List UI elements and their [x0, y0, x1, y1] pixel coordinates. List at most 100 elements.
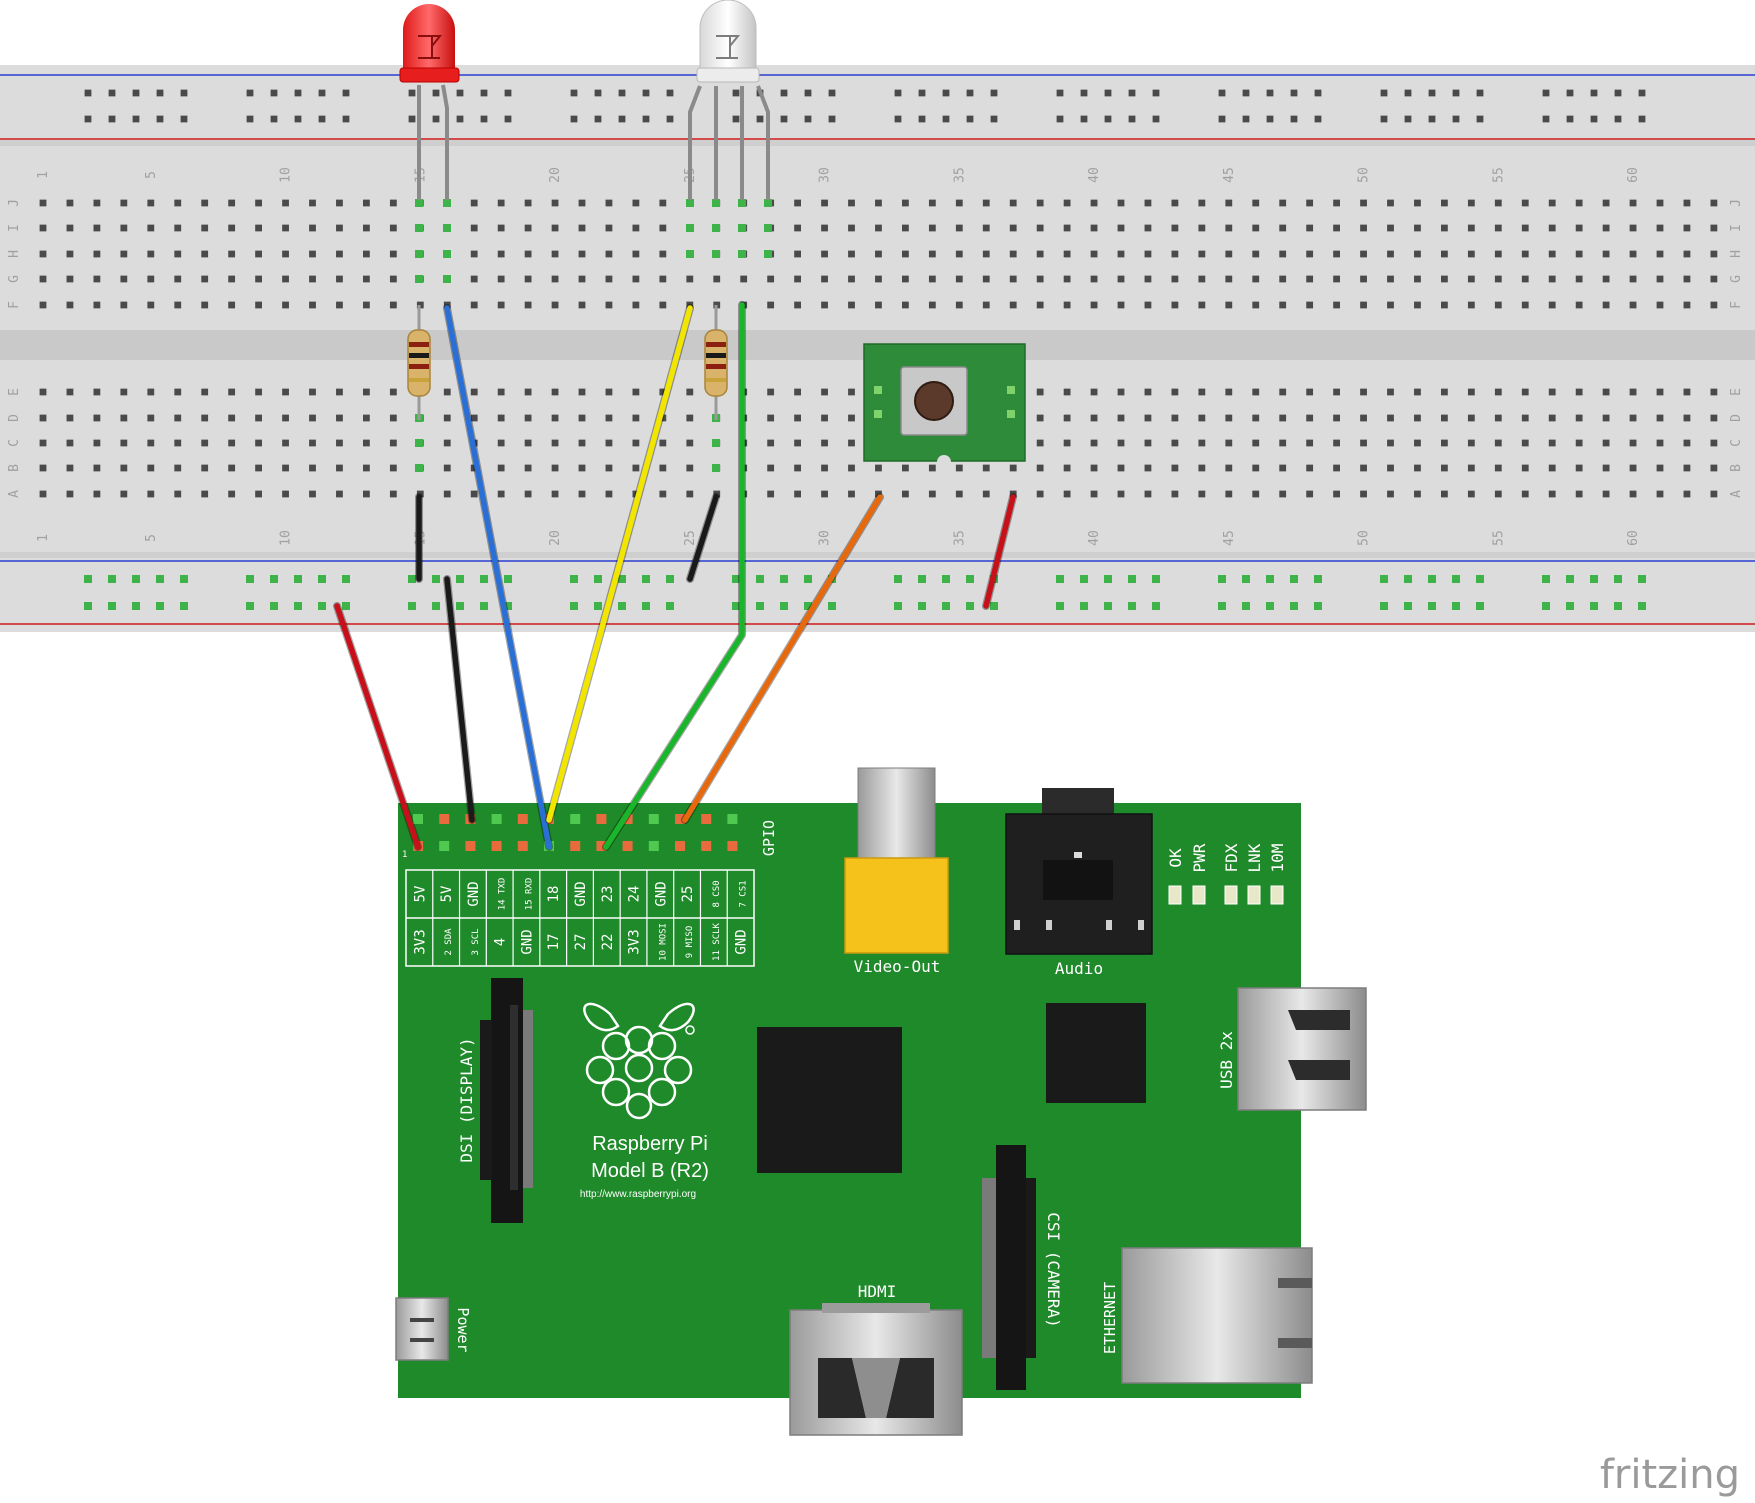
gpio-label-bottom: 22: [600, 934, 616, 951]
gpio-label-bottom: 27: [573, 934, 589, 951]
wire-black-short-2: [687, 494, 719, 582]
gpio-label-bottom: GND: [519, 929, 535, 954]
usb-label: USB 2x: [1217, 1031, 1236, 1089]
row-letter: F: [7, 301, 22, 309]
column-number: 55: [1491, 530, 1506, 546]
row-letter: C: [7, 439, 22, 447]
status-led-label: FDX: [1222, 843, 1241, 872]
gpio-label-top: 14 TXD: [498, 878, 508, 911]
audio-label: Audio: [1055, 959, 1103, 978]
row-letter: G: [7, 275, 22, 283]
column-number: 60: [1626, 530, 1641, 546]
row-letter: H: [7, 250, 22, 258]
status-led-label: 10M: [1268, 844, 1287, 873]
power-port: Power: [395, 1297, 472, 1361]
status-led: [1270, 885, 1284, 905]
board-title-line1: Raspberry Pi: [592, 1133, 708, 1155]
row-letter: J: [1729, 199, 1744, 207]
column-number: 1: [36, 534, 51, 542]
gpio-pin: [596, 841, 607, 851]
hdmi-port: HDMI: [789, 1282, 963, 1436]
column-number: 40: [1087, 167, 1102, 183]
column-number: 30: [818, 530, 833, 546]
gpio-title: GPIO: [760, 820, 778, 856]
gpio-pin: [648, 814, 659, 824]
status-led-label: PWR: [1190, 843, 1209, 872]
gpio-label-bottom: 17: [546, 934, 562, 951]
gpio-pin: [727, 814, 738, 824]
gpio-pin: [701, 841, 712, 851]
board-title-line2: Model B (R2): [591, 1160, 709, 1182]
gpio-label-top: GND: [653, 881, 669, 906]
gpio-label-top: 8 CS0: [712, 880, 722, 907]
usb-port: USB 2x: [1217, 987, 1367, 1111]
column-number: 20: [548, 530, 563, 546]
wire-red-3v3: [334, 603, 421, 850]
row-letter: E: [7, 388, 22, 396]
column-number: 5: [144, 534, 159, 542]
column-number: 10: [279, 167, 294, 183]
gpio-label-top: 23: [600, 886, 616, 903]
gpio-label-bottom: 3V3: [412, 929, 428, 954]
row-letter: A: [7, 490, 22, 498]
wire-black-gnd: [444, 576, 475, 823]
gpio-pin: [622, 814, 633, 824]
gpio-pin: [491, 814, 502, 824]
power-label: Power: [454, 1307, 472, 1352]
column-number: 1: [36, 171, 51, 179]
gpio-pin: [517, 841, 528, 851]
status-led-label: OK: [1166, 848, 1185, 868]
ethernet-label: ETHERNET: [1101, 1282, 1119, 1354]
breadboard: 1155101015152020252530303535404045455050…: [0, 65, 1755, 632]
gpio-pin: [596, 814, 607, 824]
rgb-led: [688, 0, 770, 200]
resistor-2: [704, 305, 728, 420]
status-led: [1168, 885, 1182, 905]
column-number: 50: [1357, 530, 1372, 546]
row-letter: D: [1729, 414, 1744, 422]
row-letter: H: [1729, 250, 1744, 258]
gpio-pin: [727, 841, 738, 851]
gpio-pin: [675, 814, 685, 824]
csi-label: CSI (CAMERA): [1044, 1212, 1063, 1328]
dsi-connector: DSI (DISPLAY): [457, 978, 533, 1223]
column-number: 20: [548, 167, 563, 183]
row-letter: B: [7, 464, 22, 472]
row-letter: E: [1729, 388, 1744, 396]
gpio-pin: [465, 841, 476, 851]
gpio-label-top: GND: [466, 881, 482, 906]
gpio-label-bottom: 11 SCLK: [712, 922, 722, 961]
gpio-pin: [517, 814, 528, 824]
gpio-pin: [675, 841, 685, 851]
column-number: 50: [1357, 167, 1372, 183]
lan-chip: [1046, 1003, 1146, 1103]
soc-chip: [757, 1027, 902, 1173]
status-led: [1192, 885, 1206, 905]
column-number: 35: [952, 530, 967, 546]
video-out-connector: Video-Out: [844, 767, 949, 976]
pin1-label: 1: [402, 850, 407, 860]
gpio-pin: [570, 841, 581, 851]
gpio-label-bottom: GND: [734, 929, 750, 954]
gpio-pin: [570, 814, 581, 824]
column-number: 60: [1626, 167, 1641, 183]
column-number: 45: [1222, 530, 1237, 546]
audio-jack: Audio: [1005, 788, 1153, 978]
gpio-label-top: 7 CS1: [739, 880, 749, 907]
gpio-pin: [413, 814, 423, 824]
gpio-label-top: 24: [627, 886, 643, 903]
gpio-pin: [439, 814, 450, 824]
jumper-wires: [333, 301, 1017, 851]
row-letter: F: [1729, 301, 1744, 309]
gpio-label-bottom: 3V3: [627, 929, 643, 954]
gpio-label-bottom: 4: [493, 938, 509, 946]
status-led-label: LNK: [1245, 843, 1264, 872]
gpio-pin: [491, 841, 502, 851]
resistor-1: [407, 305, 431, 420]
status-led: [1224, 885, 1238, 905]
red-led: [399, 4, 460, 200]
row-letter: C: [1729, 439, 1744, 447]
wire-orange-gpio25: [682, 494, 883, 823]
